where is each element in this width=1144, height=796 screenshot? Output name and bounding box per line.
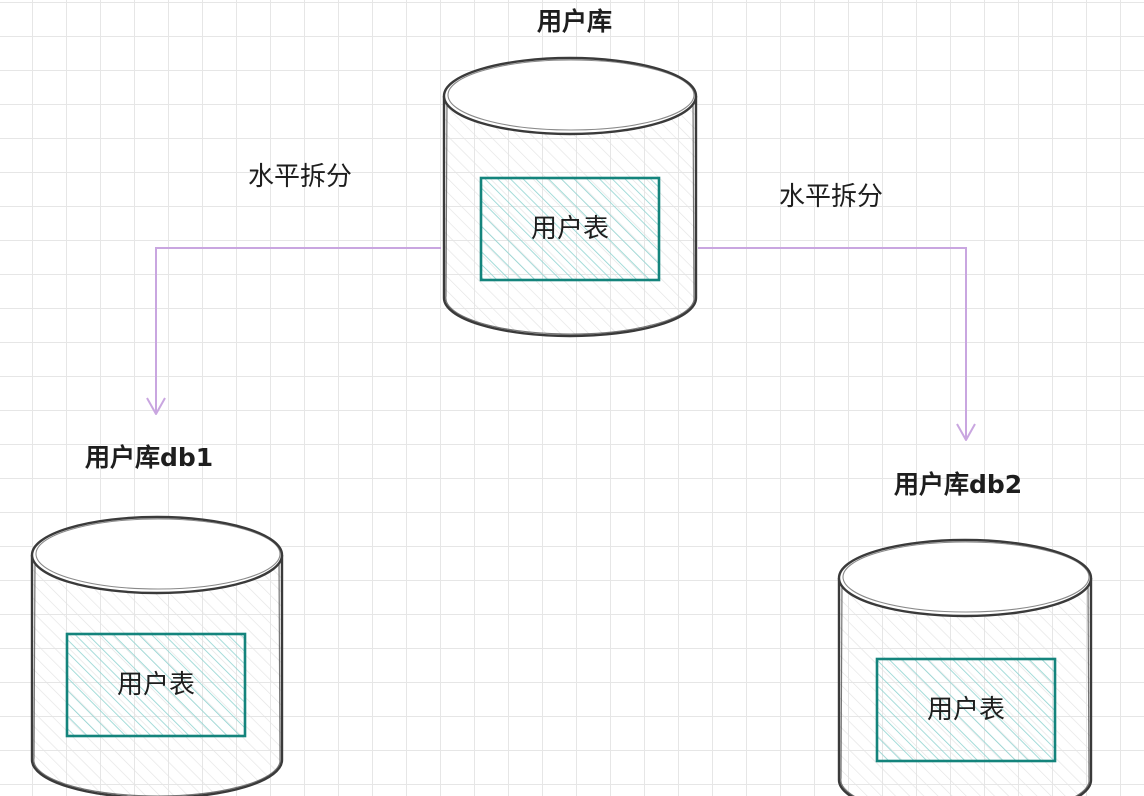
table-box-source — [479, 176, 661, 282]
edge-right-arrow — [698, 247, 976, 441]
edge-right-label: 水平拆分 — [779, 182, 884, 212]
edge-left-arrow — [146, 247, 441, 415]
source-db-label: 用户库 — [537, 7, 613, 36]
source-table-label: 用户表 — [530, 214, 610, 244]
table-box-db1 — [65, 632, 247, 738]
db1-table-label: 用户表 — [116, 670, 196, 700]
edge-left-label: 水平拆分 — [248, 162, 353, 192]
db2-table-label: 用户表 — [926, 695, 1006, 725]
table-box-db2 — [875, 657, 1057, 763]
db2-label: 用户库db2 — [894, 470, 1023, 499]
db1-label: 用户库db1 — [85, 443, 214, 472]
